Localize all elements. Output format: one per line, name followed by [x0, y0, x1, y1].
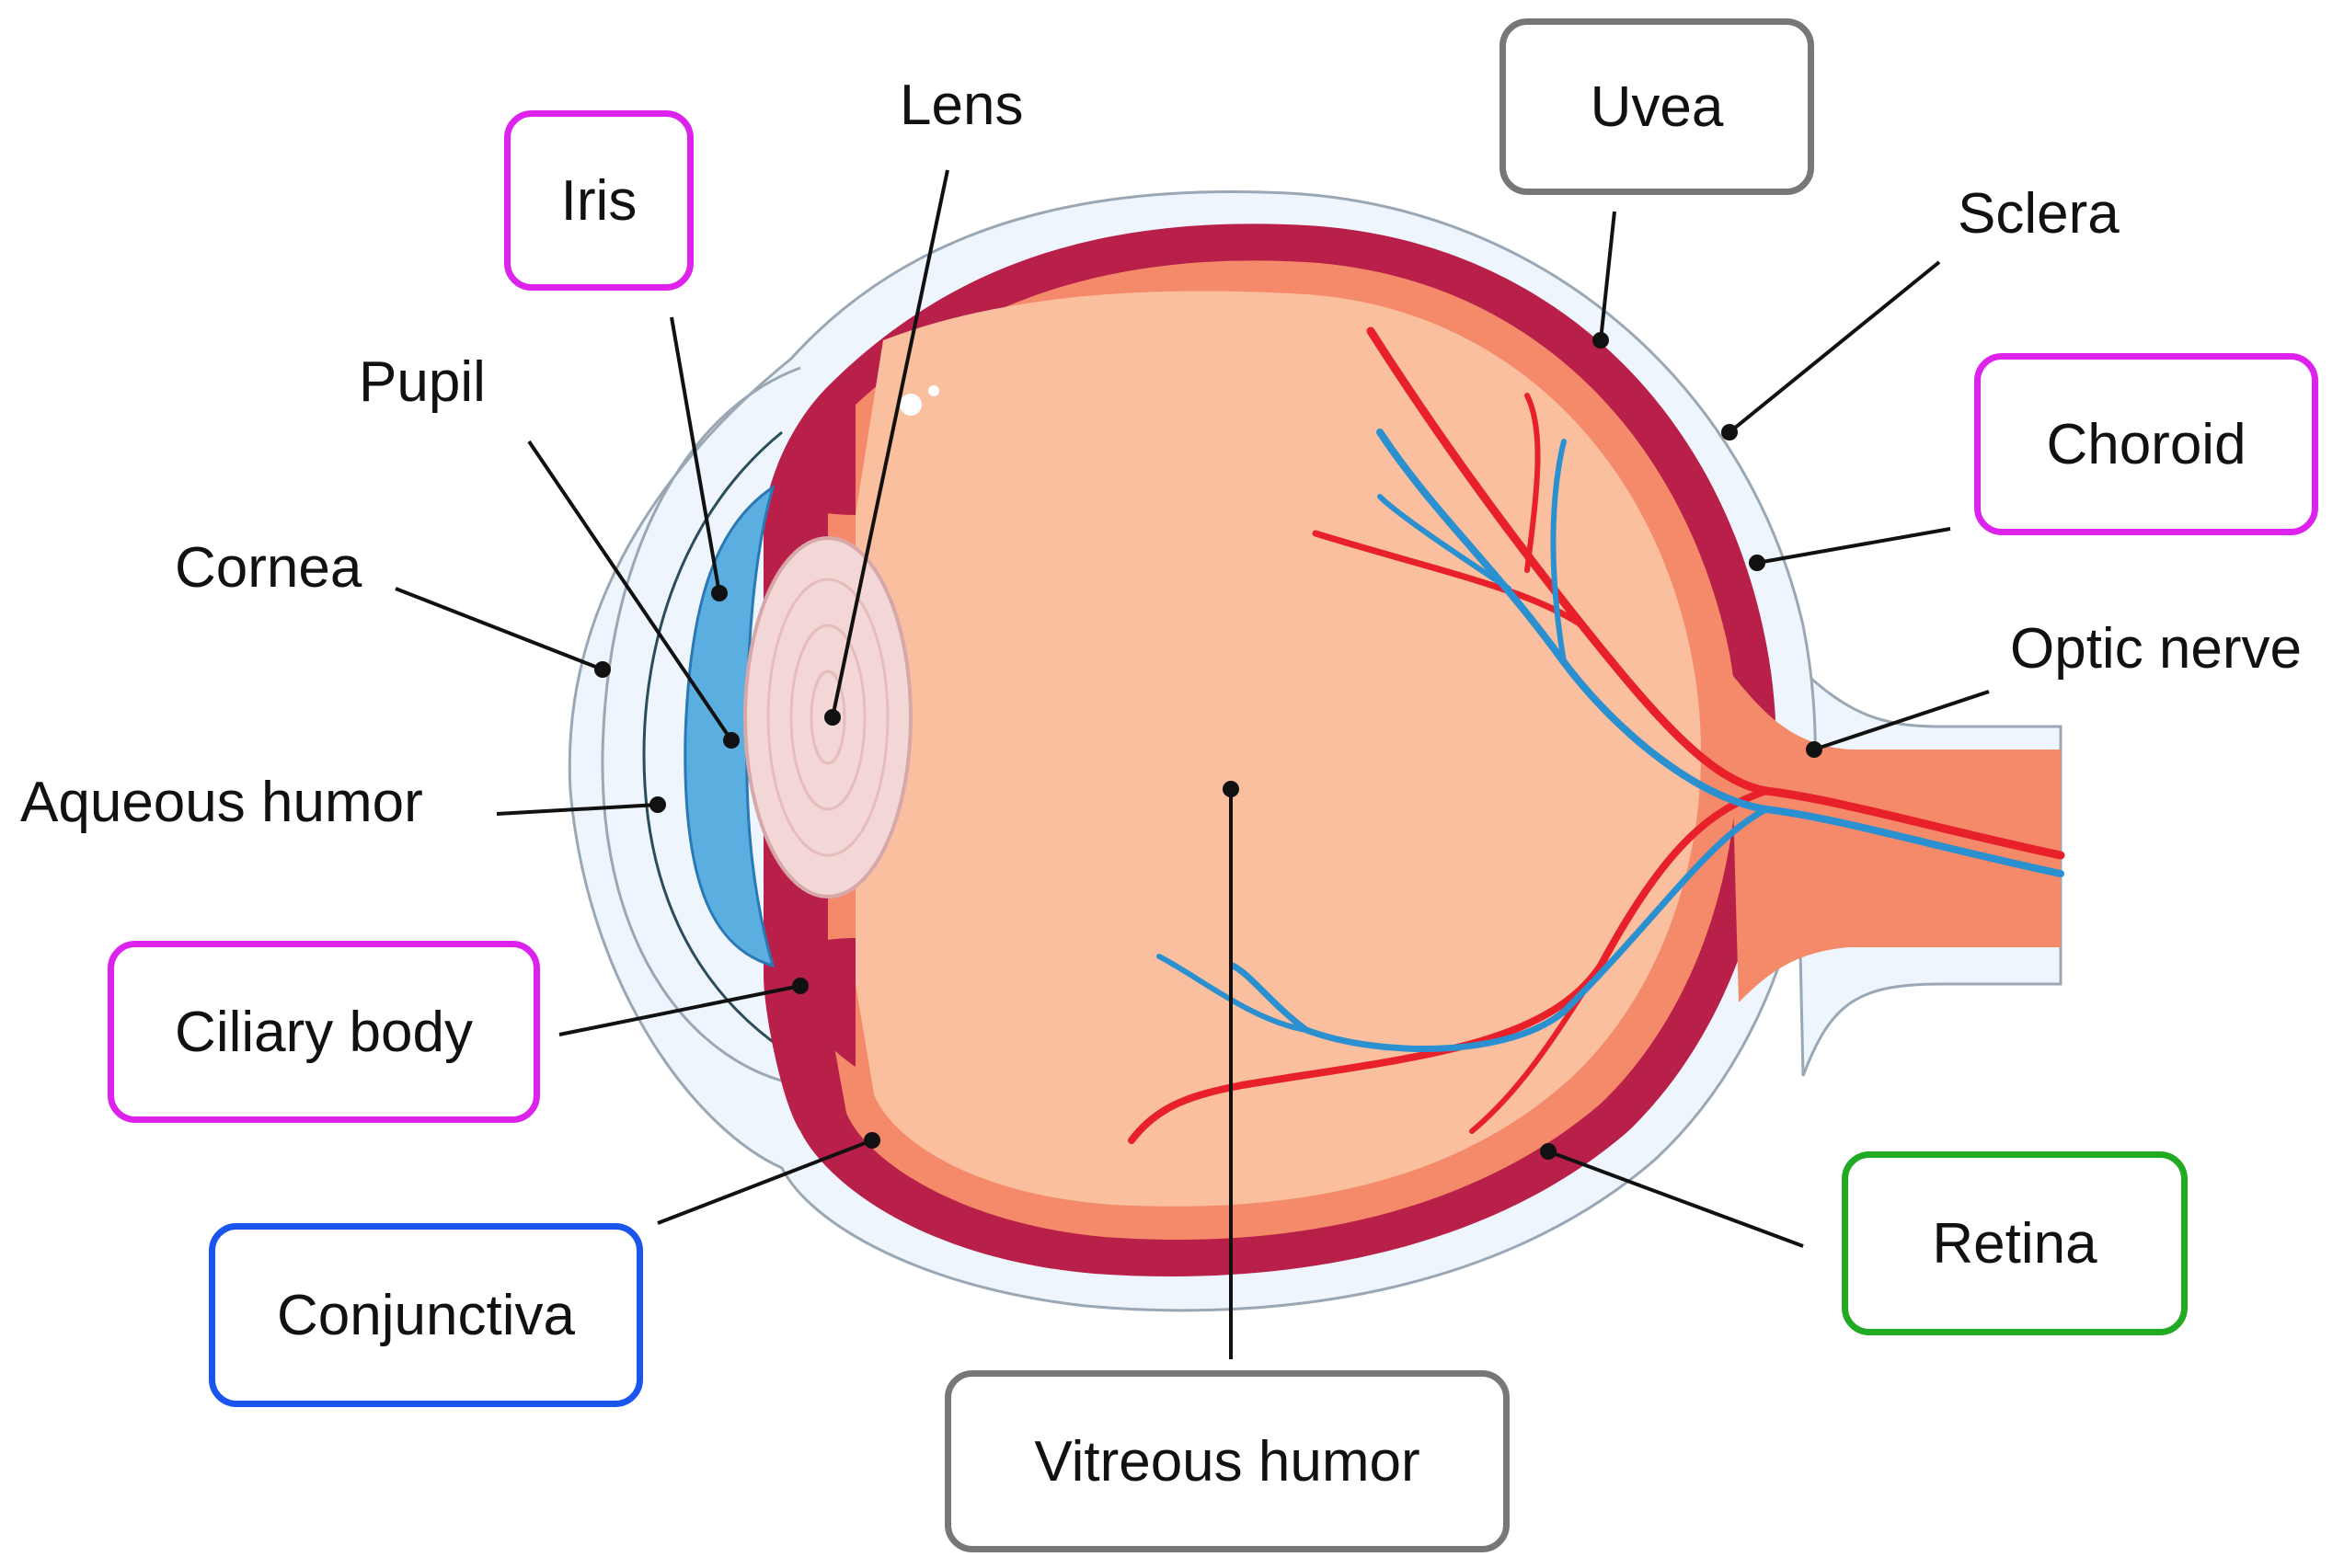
sclera-leader — [1728, 260, 1941, 434]
optic-nerve-label: Optic nerve — [2010, 617, 2303, 681]
retina-box: Retina — [1842, 1151, 2188, 1335]
ciliary-body-leader — [558, 984, 801, 1036]
choroid-leader — [1756, 527, 1951, 565]
lens-leader — [831, 169, 949, 718]
uvea-box: Uvea — [1499, 18, 1814, 195]
cornea-leader — [395, 587, 603, 671]
ciliary-upper — [773, 386, 856, 515]
pupil-label: Pupil — [359, 350, 486, 414]
aqueous-humor-label: Aqueous humor — [20, 771, 423, 834]
leader-lines — [395, 169, 1990, 1359]
optic-nerve-leader — [1813, 690, 1990, 751]
lens-label: Lens — [900, 74, 1024, 137]
ciliary-body-box: Ciliary body — [108, 941, 540, 1123]
retina-leader — [1547, 1150, 1804, 1248]
cornea-label: Cornea — [175, 536, 362, 600]
ciliary-lower — [773, 938, 856, 1067]
vitreous-humor-box: Vitreous humor — [945, 1370, 1510, 1552]
choroid-box: Choroid — [1974, 353, 2318, 535]
vitreous-shape — [856, 291, 1702, 1207]
aqueous-humor-leader — [496, 803, 659, 816]
blood-vessels — [1128, 326, 2065, 1144]
iris-leader — [670, 316, 721, 594]
cornea-shape — [601, 366, 801, 1087]
leader-dots — [594, 332, 1822, 1160]
iris-box: Iris — [504, 110, 694, 291]
conjunctiva-box: Conjunctiva — [209, 1223, 643, 1407]
sclera-label: Sclera — [1958, 182, 2120, 246]
conjunctiva-leader — [657, 1139, 873, 1225]
pupil-leader — [527, 440, 733, 742]
uvea-leader — [1599, 211, 1616, 341]
